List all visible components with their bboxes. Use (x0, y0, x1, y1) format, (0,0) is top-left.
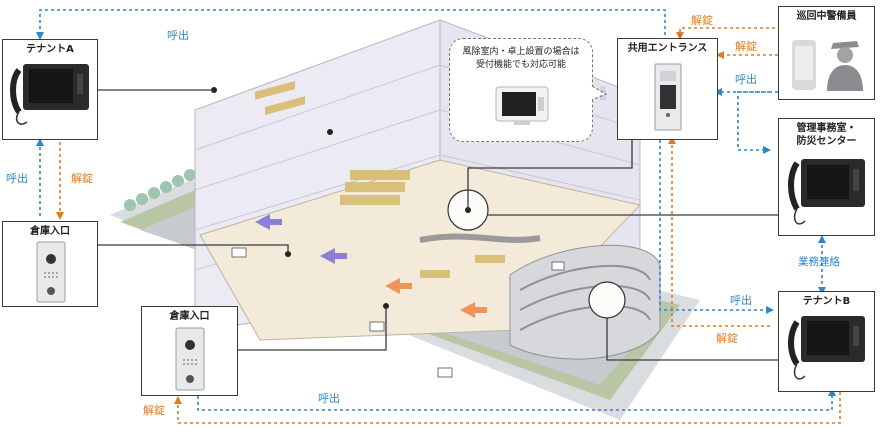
patrol-guard-title: 巡回中警備員 (796, 11, 857, 22)
tenant-a-title: テナントA (26, 44, 74, 55)
warehouse-entrance-left-title: 倉庫入口 (30, 226, 70, 237)
wiring-lines (96, 89, 780, 361)
tenant-a-box: テナントA (2, 39, 98, 140)
door-station-icon (175, 327, 205, 391)
tenant-b-title: テナントB (802, 296, 851, 307)
entrance-panel-icon (654, 63, 682, 131)
management-title-line-1: 管理事務室・ (796, 123, 857, 134)
bubble-line-1: 風除室内・卓上設置の場合は (462, 47, 580, 57)
intercom-monitor-icon (788, 159, 865, 225)
security-guard-icon (827, 41, 863, 91)
management-title-line-2: 防災センター (796, 136, 857, 147)
tenant-b-box: テナントB (778, 291, 875, 392)
smartphone-icon (792, 40, 816, 90)
shared-entrance-title: 共用エントランス (627, 43, 708, 54)
shared-entrance-box: 共用エントランス (617, 38, 718, 140)
intercom-monitor-icon (10, 64, 89, 125)
door-station-icon (36, 241, 66, 303)
unlock-arrows (56, 27, 841, 424)
unlock-label-left: 解錠 (71, 172, 93, 185)
tabletop-note-bubble: 風除室内・卓上設置の場合は 受付機能でも対応可能 (449, 38, 593, 142)
business-contact-label: 業務連絡 (798, 256, 840, 268)
tabletop-monitor-icon (495, 86, 549, 125)
warehouse-entrance-bottom-box: 倉庫入口 (141, 306, 238, 396)
call-arrows (36, 9, 836, 411)
call-label-tenant-b: 呼出 (730, 294, 752, 307)
call-label-bottom: 呼出 (318, 392, 340, 405)
unlock-label-bottom: 解錠 (143, 404, 165, 417)
management-office-box: 管理事務室・ 防災センター (778, 118, 875, 236)
call-label-top: 呼出 (167, 29, 189, 42)
bubble-tail (591, 85, 608, 101)
bubble-line-2: 受付機能でも対応可能 (475, 60, 566, 70)
warehouse-entrance-bottom-title: 倉庫入口 (169, 311, 210, 322)
intercom-monitor-icon (788, 316, 865, 380)
unlock-label-top: 解錠 (691, 14, 713, 27)
warehouse-entrance-left-box: 倉庫入口 (2, 221, 98, 307)
call-label-guard: 呼出 (735, 73, 757, 86)
patrol-guard-box: 巡回中警備員 (778, 6, 875, 100)
unlock-label-guard: 解錠 (735, 40, 757, 53)
call-label-left: 呼出 (6, 172, 28, 185)
unlock-label-tenant-b: 解錠 (716, 332, 738, 345)
